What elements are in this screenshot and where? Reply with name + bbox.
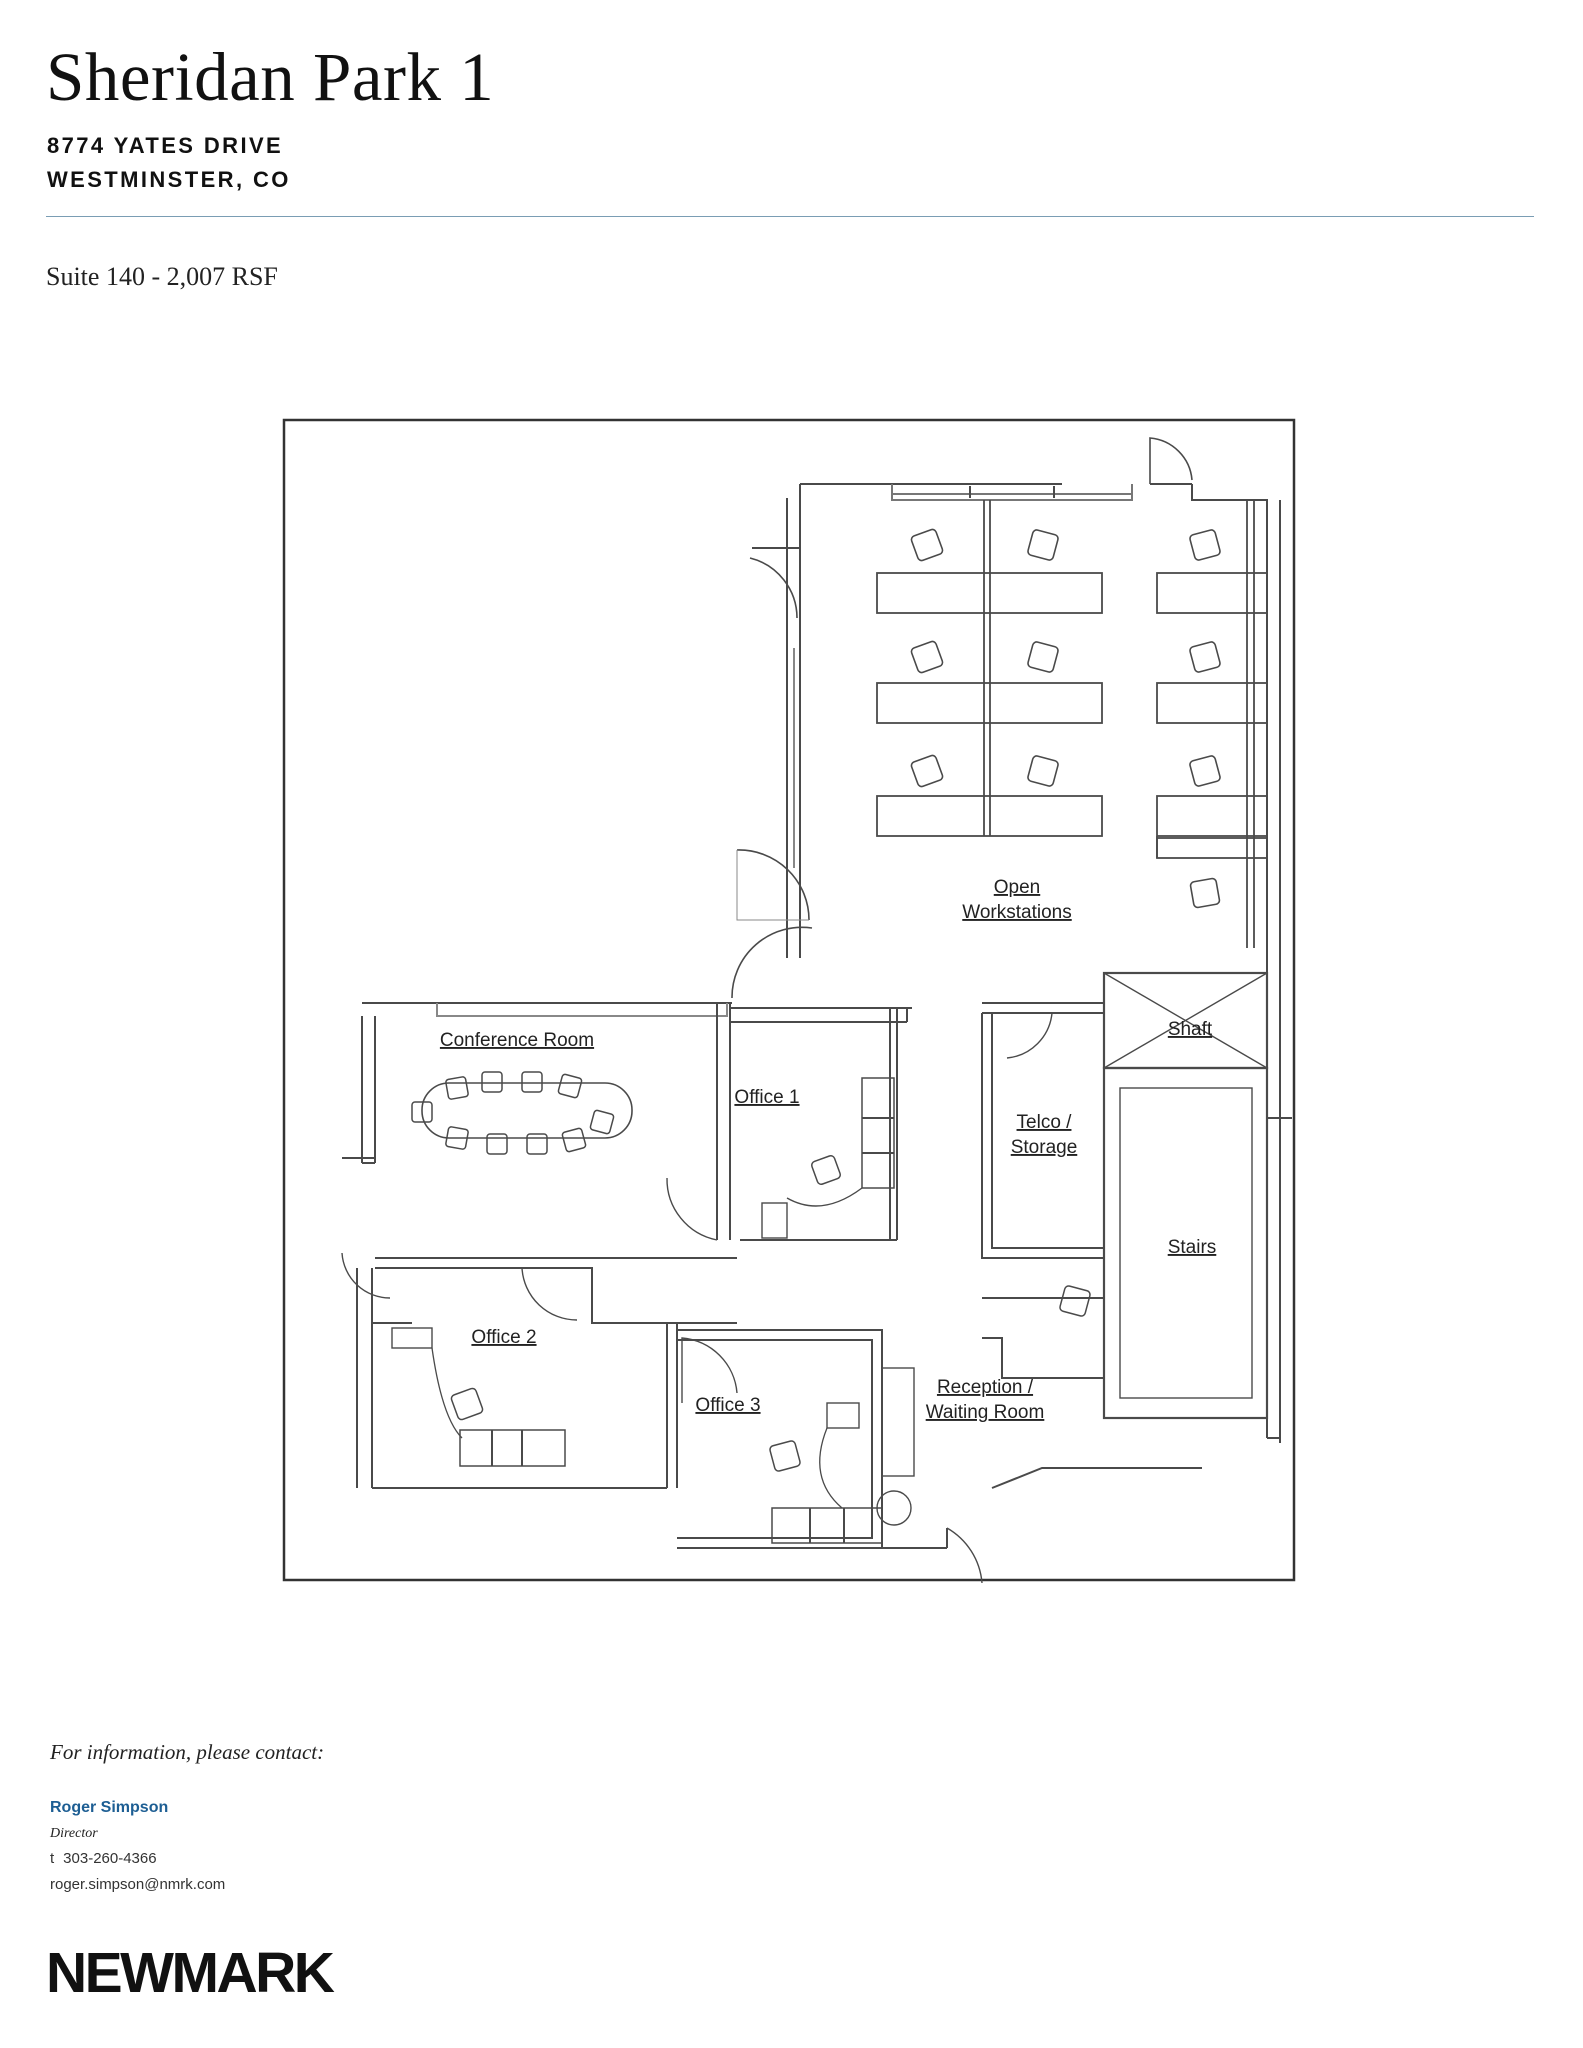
floor-plan: Open Workstations Shaft Conference Room … [282,418,1298,1584]
phone-number[interactable]: 303-260-4366 [63,1850,157,1867]
address-city: WESTMINSTER, CO [47,167,291,192]
contact-name: Roger Simpson [50,1799,169,1816]
contact-intro: For information, please contact: [50,1740,325,1764]
label-reception: Reception / [937,1377,1034,1398]
label-shaft: Shaft [1168,1019,1213,1040]
label-workstations: Workstations [962,902,1071,923]
label-waiting-room: Waiting Room [926,1402,1045,1423]
contact-role: Director [50,1826,98,1841]
label-open: Open [994,877,1040,898]
address-street: 8774 YATES DRIVE [47,133,284,158]
contact-email-link[interactable]: roger.simpson@nmrk.com [50,1876,226,1893]
label-office-2: Office 2 [471,1327,536,1348]
label-stairs: Stairs [1168,1237,1217,1258]
label-telco: Telco / [1017,1112,1073,1133]
label-conference-room: Conference Room [440,1030,594,1051]
contact-phone: t 303-260-4366 [50,1850,157,1867]
label-storage: Storage [1011,1137,1078,1158]
label-office-3: Office 3 [695,1395,760,1416]
phone-prefix: t [50,1850,55,1867]
label-office-1: Office 1 [734,1087,799,1108]
newmark-logo: NEWMARK [46,1941,335,2005]
header-divider [46,216,1534,217]
suite-info: Suite 140 - 2,007 RSF [46,262,278,291]
page-title: Sheridan Park 1 [46,39,495,115]
